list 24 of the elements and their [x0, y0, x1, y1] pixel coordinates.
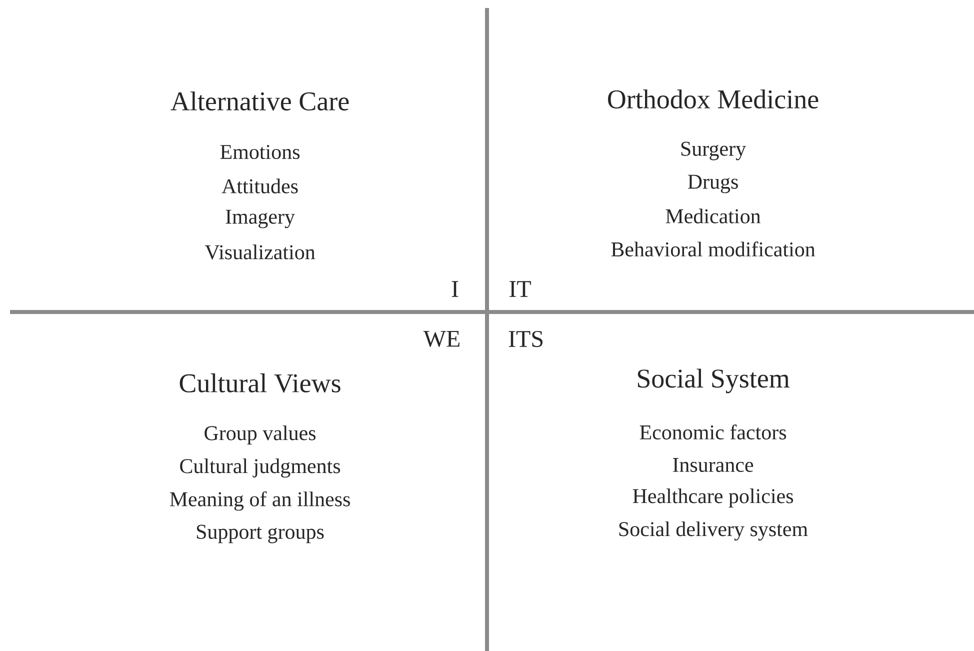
list-item: Drugs [688, 174, 738, 194]
list-item: Medication [666, 208, 761, 224]
quadrant-heading: Alternative Care [170, 92, 349, 110]
list-item: Visualization [204, 244, 316, 260]
list-item: Cultural judgments [180, 458, 340, 478]
list-item: Behavioral modification [611, 242, 816, 256]
list-item: Emotions [220, 144, 300, 160]
list-item: Insurance [672, 458, 754, 472]
quadrant-label: I [452, 281, 458, 297]
quadrant-heading: Cultural Views [180, 373, 340, 393]
list-item: Economic factors [640, 424, 786, 440]
quadrant-label: IT [510, 281, 531, 297]
list-item: Social delivery system [619, 521, 808, 541]
quadrant-heading: Orthodox Medicine [608, 90, 818, 108]
quadrant-label: WE [423, 330, 460, 348]
list-item: Attitudes [222, 178, 298, 194]
list-item: Imagery [226, 210, 295, 228]
list-item: Surgery [681, 142, 746, 160]
quadrant-heading: Social System [638, 368, 790, 394]
list-item: Healthcare policies [632, 488, 794, 508]
quadrant-label: ITS [508, 330, 543, 348]
list-item: Group values [204, 425, 316, 445]
list-item: Meaning of an illness [170, 491, 350, 511]
list-item: Support groups [196, 524, 324, 544]
